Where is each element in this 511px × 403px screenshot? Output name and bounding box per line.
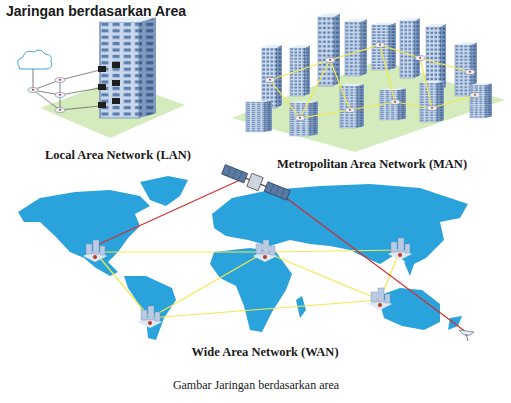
satellite-dish: [459, 330, 474, 341]
network-label: Wide Area Network (WAN): [189, 345, 340, 359]
lan-illustration: [18, 17, 185, 138]
caption: Gambar Jaringan berdasarkan area: [173, 379, 339, 393]
world-map: [18, 176, 468, 340]
man-illustration: [232, 14, 505, 152]
network-label: Local Area Network (LAN): [43, 148, 193, 162]
wan-hubs: [83, 238, 412, 328]
wan-links: [95, 180, 466, 332]
title: Jaringan berdasarkan Area: [6, 3, 186, 19]
network-label: Metropolitan Area Network (MAN): [275, 157, 469, 171]
